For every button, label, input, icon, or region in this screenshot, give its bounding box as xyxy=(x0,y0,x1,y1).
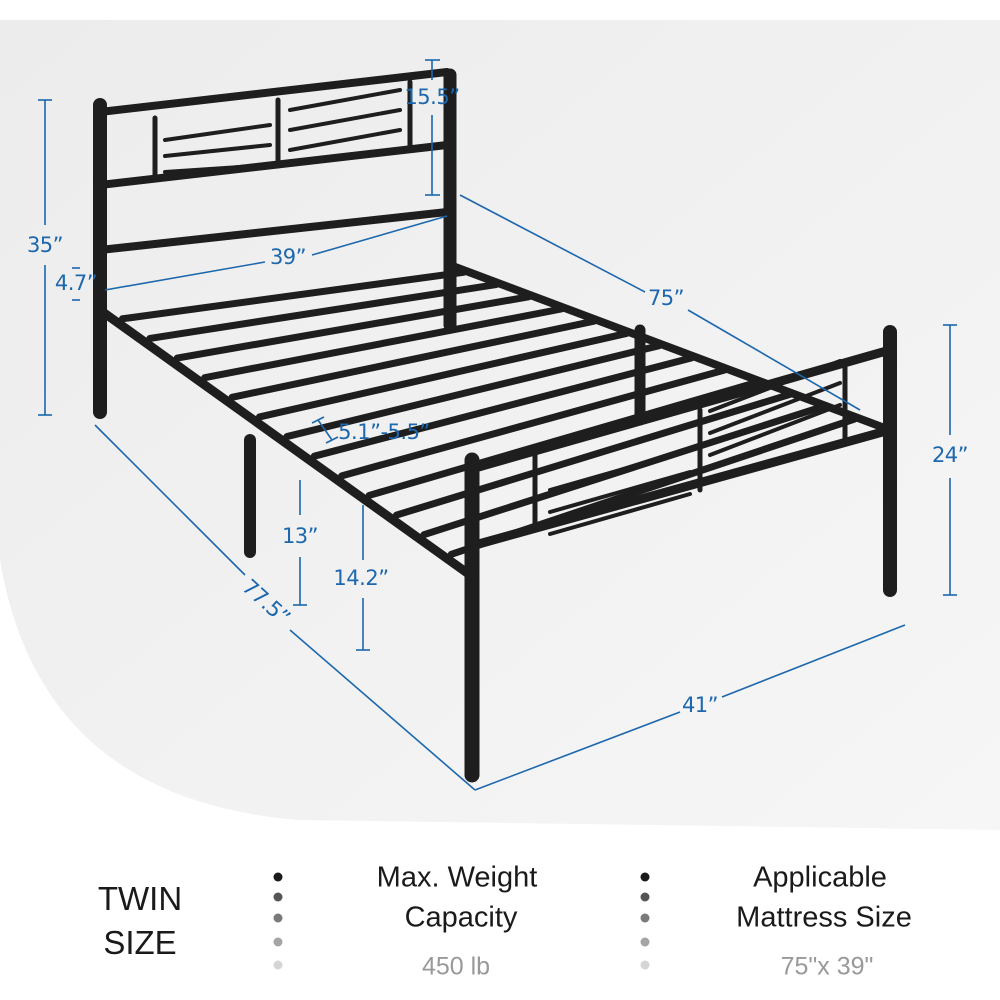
chevron-bar xyxy=(163,163,272,174)
headboard-lower-rail xyxy=(96,208,451,254)
slat xyxy=(201,305,565,382)
mattress-value: 75"x 39" xyxy=(780,952,874,981)
weight-value: 450 lb xyxy=(421,952,491,981)
slat xyxy=(118,268,468,323)
dim-slat-gap: 5.1”-5.5” xyxy=(338,420,430,444)
bullet-dot xyxy=(640,937,650,947)
dim-line-total-length xyxy=(289,629,476,791)
dim-line-total-width xyxy=(474,711,681,791)
slat xyxy=(255,329,631,421)
headboard-middle-rail xyxy=(96,141,451,189)
size-line1: TWIN xyxy=(97,880,183,917)
dim-headboard-panel: 15.5” xyxy=(404,85,460,109)
dim-inner-width: 39” xyxy=(269,245,307,269)
slat xyxy=(310,354,696,460)
left-side-rail xyxy=(95,305,475,580)
mattress-label-line2: Mattress Size xyxy=(736,901,912,934)
bullet-dot xyxy=(640,892,650,902)
dim-total-width: 41” xyxy=(681,693,719,717)
slat xyxy=(146,281,500,342)
dim-line-inner-length xyxy=(687,309,861,411)
slat xyxy=(447,415,859,558)
slat xyxy=(173,293,533,362)
weight-label-line1: Max. Weight xyxy=(376,861,538,894)
chevron-bar xyxy=(708,381,842,435)
right-side-rail xyxy=(446,261,894,434)
bullet-dot xyxy=(640,960,650,970)
dim-inner-length: 75” xyxy=(647,286,685,310)
chevron-bar xyxy=(163,143,272,158)
slat xyxy=(338,366,728,480)
bullet-dot xyxy=(273,960,283,970)
dim-frame-height: 14.2” xyxy=(333,566,389,590)
tick xyxy=(311,416,325,424)
chevron-bar xyxy=(288,128,402,152)
dim-footboard-height: 24” xyxy=(931,443,969,467)
chevron-bar xyxy=(548,492,692,536)
slat xyxy=(365,378,761,499)
bullet-dot xyxy=(273,913,283,923)
dim-headboard-gap: 4.7” xyxy=(54,271,98,295)
chevron-bar xyxy=(708,403,842,457)
size-line2: SIZE xyxy=(103,924,177,961)
background-curve xyxy=(0,560,1000,1000)
mattress-label-line1: Applicable xyxy=(753,861,887,894)
chevron-bar xyxy=(163,123,272,142)
bullet-dot xyxy=(273,872,283,882)
slat xyxy=(420,403,826,539)
dim-line-total-length xyxy=(94,424,246,576)
chevron-bar xyxy=(288,88,402,112)
background-panel xyxy=(0,20,1000,830)
slat xyxy=(283,342,663,441)
tick xyxy=(325,436,339,444)
dim-line-inner-width xyxy=(104,261,266,291)
dim-line-slat-gap xyxy=(317,419,333,441)
bullet-dot xyxy=(640,913,650,923)
slat xyxy=(228,317,598,401)
dim-clearance: 13” xyxy=(281,524,319,548)
slat xyxy=(393,391,793,519)
dim-line-inner-width xyxy=(311,215,448,256)
dim-line-total-width xyxy=(721,624,906,698)
dim-line-inner-length xyxy=(459,194,646,293)
chevron-bar xyxy=(288,108,402,132)
bullet-dot xyxy=(273,937,283,947)
dim-total-height: 35” xyxy=(26,233,64,257)
weight-label-line2: Capacity xyxy=(404,901,518,934)
bullet-dot xyxy=(640,872,650,882)
headboard-top-rail xyxy=(96,68,451,116)
bullet-dot xyxy=(273,892,283,902)
